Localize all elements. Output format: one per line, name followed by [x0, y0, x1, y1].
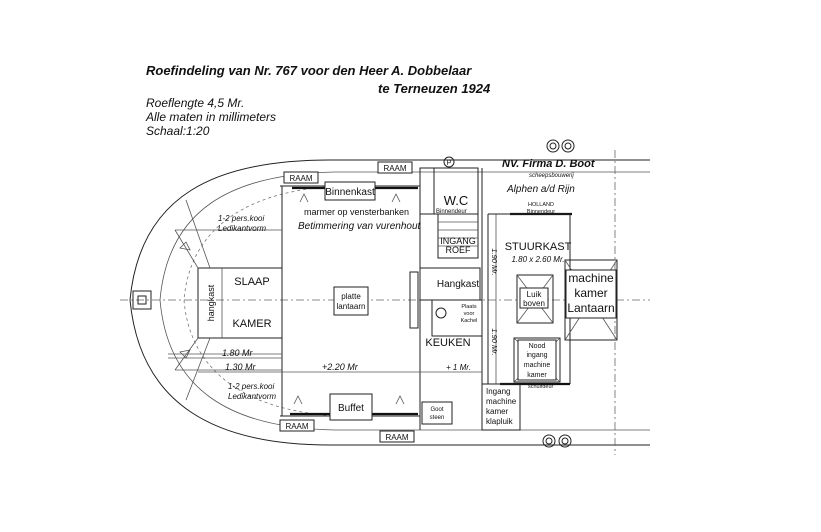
hangkast-label: Hangkast [437, 279, 479, 290]
schuifdeur-label: schuifdeur [528, 384, 554, 390]
machinekamer-lantaarn: machine kamer Lantaarn [564, 259, 618, 341]
hangkast-vertical-label: hangkast [206, 284, 216, 321]
dim-horizontal: 1.80 Mr 1.30 Mr +2.20 Mr + 1 Mr. [168, 348, 482, 373]
berth-top-label-1: 1-2 pers.kooi [218, 214, 264, 223]
window-raam-top-1: RAAM [283, 171, 319, 184]
window-raam-bottom-1: RAAM [279, 419, 315, 432]
window-raam-bottom-2: RAAM [379, 430, 415, 443]
ingang-m-label-4: klapluik [486, 417, 514, 426]
raam-top-1-label: RAAM [289, 174, 312, 183]
slaap-label: SLAAP [234, 276, 269, 288]
kachel-label-3: Kachel [461, 318, 478, 324]
raam-bottom-2-label: RAAM [385, 433, 408, 442]
wc-door-label: Binnendeur [436, 209, 467, 215]
nood-label-1: Nood [529, 343, 546, 350]
goot-label-2: steen [430, 415, 445, 421]
wc-label: W.C [444, 193, 469, 208]
stuurkast-dim: 1.80 x 2.60 Mr. [511, 255, 564, 264]
holland-label-1: HOLLAND [528, 202, 554, 208]
dim-180: 1.80 Mr [222, 348, 254, 358]
machine-label-1: machine [568, 271, 614, 285]
firm-name: NV. Firma D. Boot [502, 158, 596, 170]
kachel-spot: Plaats voor Kachel [431, 299, 483, 337]
stuurkast-label: STUURKAST [505, 241, 572, 253]
buffet: Buffet [329, 393, 373, 421]
machine-label-3: Lantaarn [567, 301, 614, 315]
title-line-1: Roefindeling van Nr. 767 voor den Heer A… [146, 63, 472, 78]
luik-boven-hatch: Luik boven [516, 274, 554, 324]
goot-steen-sink: Goot steen [421, 401, 453, 425]
kamer-label: KAMER [232, 318, 271, 330]
bow-anchor-icons [179, 241, 191, 359]
binnenkast-label: Binnenkast [325, 187, 375, 198]
chair-icons [293, 193, 405, 405]
platte-lantaarn: platte lantaarn [333, 286, 369, 316]
dim-190-bottom: 1.90 Mr. [490, 328, 499, 355]
luik-label-1: Luik [527, 290, 543, 299]
binnenkast-cabinet: Binnenkast [324, 181, 376, 201]
p-mark-icon: P [443, 156, 455, 168]
buffet-label: Buffet [338, 403, 364, 414]
dim-vertical: 1.90 Mr. 1.90 Mr. [490, 214, 499, 384]
hull-outline [120, 150, 650, 455]
goot-label-1: Goot [430, 407, 443, 413]
note-length: Roeflengte 4,5 Mr. [146, 96, 244, 110]
ingang-roef-stairs: INGANG ROEF [437, 213, 479, 259]
note-scale: Schaal:1:20 [146, 124, 210, 138]
marmer-label: marmer op vensterbanken [304, 207, 409, 217]
betimmering-label: Betimmering van vurenhout [298, 221, 422, 232]
raam-bottom-1-label: RAAM [285, 422, 308, 431]
bollard-bottom-icon [542, 434, 572, 448]
firm-trade: scheepsbouwerij [529, 173, 574, 179]
ingang-roef-label-2: ROEF [445, 245, 471, 255]
kachel-label-2: voor [464, 311, 475, 317]
ingang-m-label-3: kamer [486, 407, 509, 416]
ingang-machinekamer: Ingang machine kamer klapluik [481, 383, 521, 431]
holland-label-2: Binnendeur [527, 209, 555, 215]
nood-label-4: kamer [527, 372, 547, 379]
kachel-label-1: Plaats [461, 304, 477, 310]
bollard-top-icon [546, 139, 575, 153]
bow-bollard-icon [132, 290, 152, 310]
nood-label-3: machine [524, 362, 551, 369]
dim-190-top: 1.90 Mr. [490, 248, 499, 275]
dim-130: 1.30 Mr [225, 362, 257, 372]
hangkast-cabinet: Hangkast [419, 267, 481, 301]
ingang-m-label-2: machine [486, 397, 517, 406]
nood-ingang-hatch: Nood ingang machine kamer [513, 337, 561, 383]
passage-door [409, 271, 419, 329]
dim-220: +2.20 Mr [322, 362, 359, 372]
berth-top-label-2: Ledikantvorm [218, 224, 266, 233]
dim-1: + 1 Mr. [446, 363, 471, 372]
ingang-m-label-1: Ingang [486, 387, 510, 396]
ingang-roef-label-1: INGANG [440, 236, 476, 246]
berth-bottom-label-2: Ledikantvorm [228, 392, 276, 401]
firm-place: Alphen a/d Rijn [506, 184, 575, 195]
window-raam-top-2: RAAM [377, 161, 413, 174]
wc-room: W.C Binnendeur [419, 167, 479, 215]
keuken-label: KEUKEN [425, 337, 470, 349]
platte-label-1: platte [341, 292, 361, 301]
raam-top-2-label: RAAM [383, 164, 406, 173]
note-units: Alle maten in millimeters [145, 110, 276, 124]
machine-label-2: kamer [574, 286, 607, 300]
berth-bottom-label-1: 1-2 pers.kooi [228, 382, 274, 391]
nood-label-2: ingang [526, 352, 547, 359]
luik-label-2: boven [523, 299, 545, 308]
platte-label-2: lantaarn [337, 302, 366, 311]
p-mark-label: P [447, 160, 452, 167]
title-line-2: te Terneuzen 1924 [378, 81, 491, 96]
